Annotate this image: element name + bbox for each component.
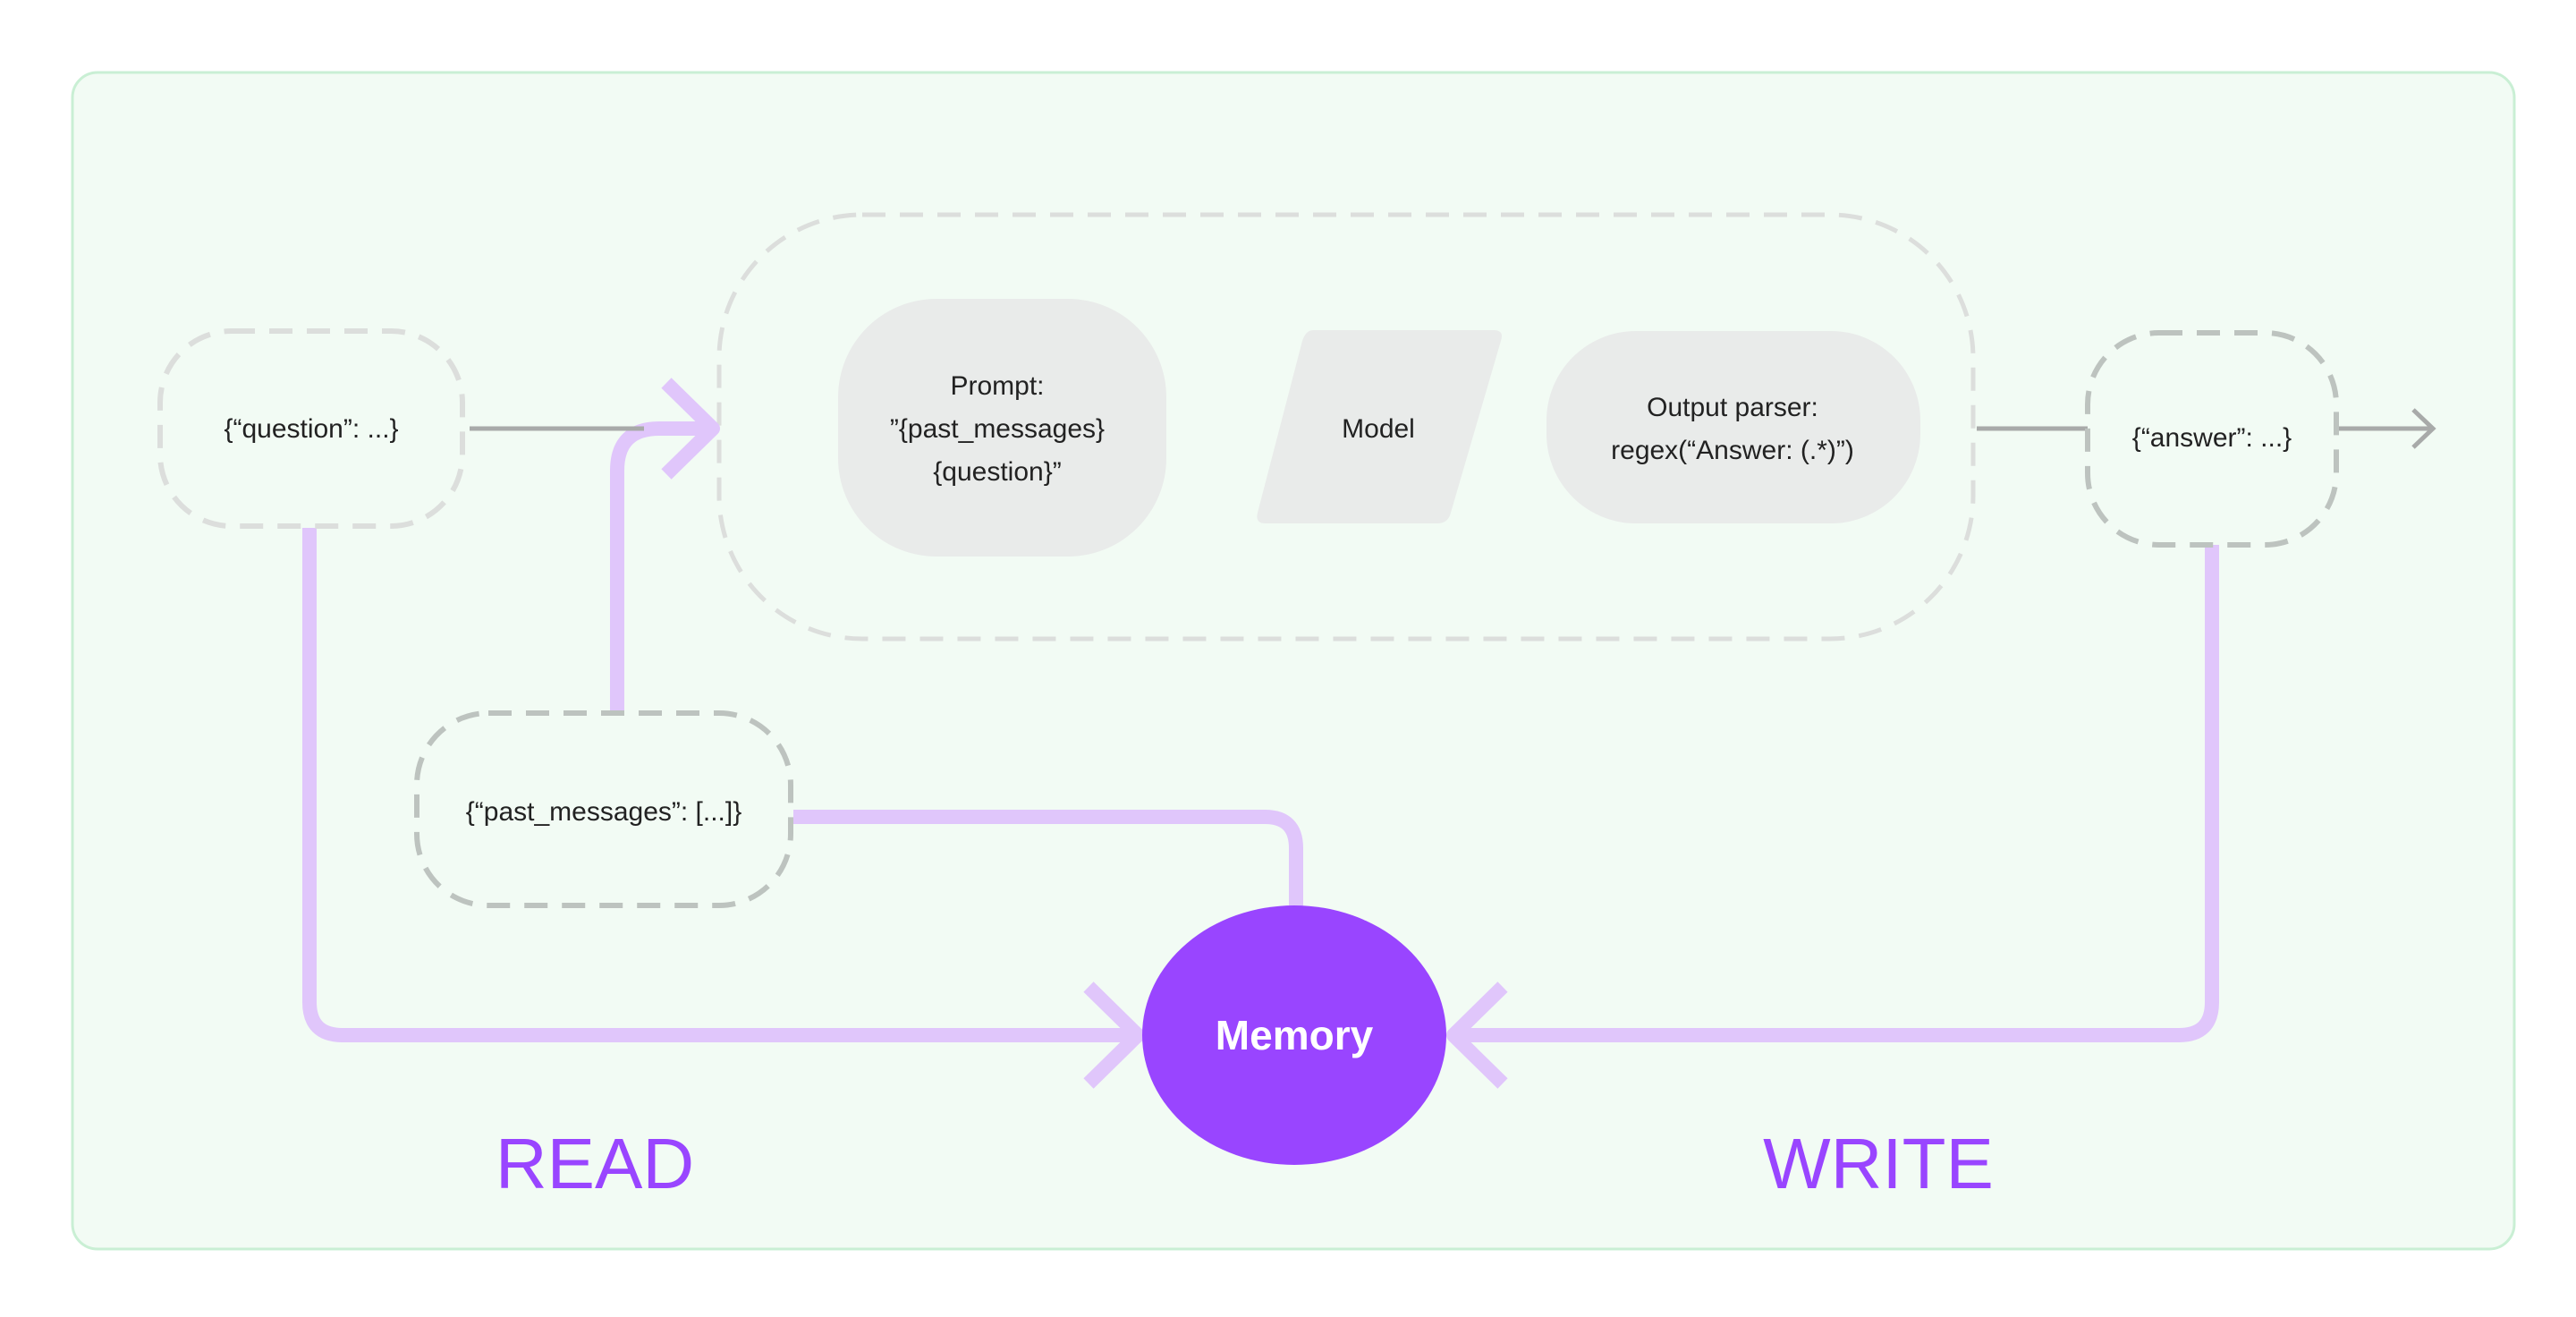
write-label: WRITE <box>1763 1124 1994 1203</box>
past-messages-node-label: {“past_messages”: [...]} <box>466 797 741 827</box>
read-label: READ <box>496 1124 694 1203</box>
output-arrowhead-icon <box>2411 408 2436 449</box>
memory-label: Memory <box>1216 1012 1374 1058</box>
question-to-memory-connector <box>302 528 1129 1042</box>
output-parser-node <box>1546 331 1920 523</box>
past-messages-node <box>414 710 793 908</box>
answer-node <box>2085 330 2339 548</box>
prompt-arrowhead-icon <box>661 378 720 480</box>
output-parser-label-line1: Output parser: <box>1647 393 1818 422</box>
output-parser-label-line2: regex(“Answer: (.*)”) <box>1611 436 1854 465</box>
answer-node-label: {“answer”: ...} <box>2132 423 2292 453</box>
prompt-label-line1: Prompt: <box>950 371 1044 401</box>
chain-container <box>716 212 1976 642</box>
model-label: Model <box>1342 414 1415 444</box>
prompt-label-line2: ”{past_messages} <box>890 414 1105 444</box>
question-node <box>157 328 465 529</box>
memory-left-arrowhead-icon <box>1083 981 1145 1089</box>
memory-node <box>1142 905 1446 1165</box>
diagram-panel <box>71 71 2516 1251</box>
answer-to-memory-connector <box>1458 545 2219 1042</box>
prompt-node <box>838 299 1166 557</box>
prompt-label-line3: {question}” <box>933 457 1061 487</box>
question-node-label: {“question”: ...} <box>224 414 398 444</box>
memory-to-past-messages-connector <box>793 810 1303 905</box>
past-messages-to-prompt-connector <box>610 421 711 713</box>
memory-right-arrowhead-icon <box>1446 981 1508 1089</box>
model-node <box>1257 330 1502 523</box>
